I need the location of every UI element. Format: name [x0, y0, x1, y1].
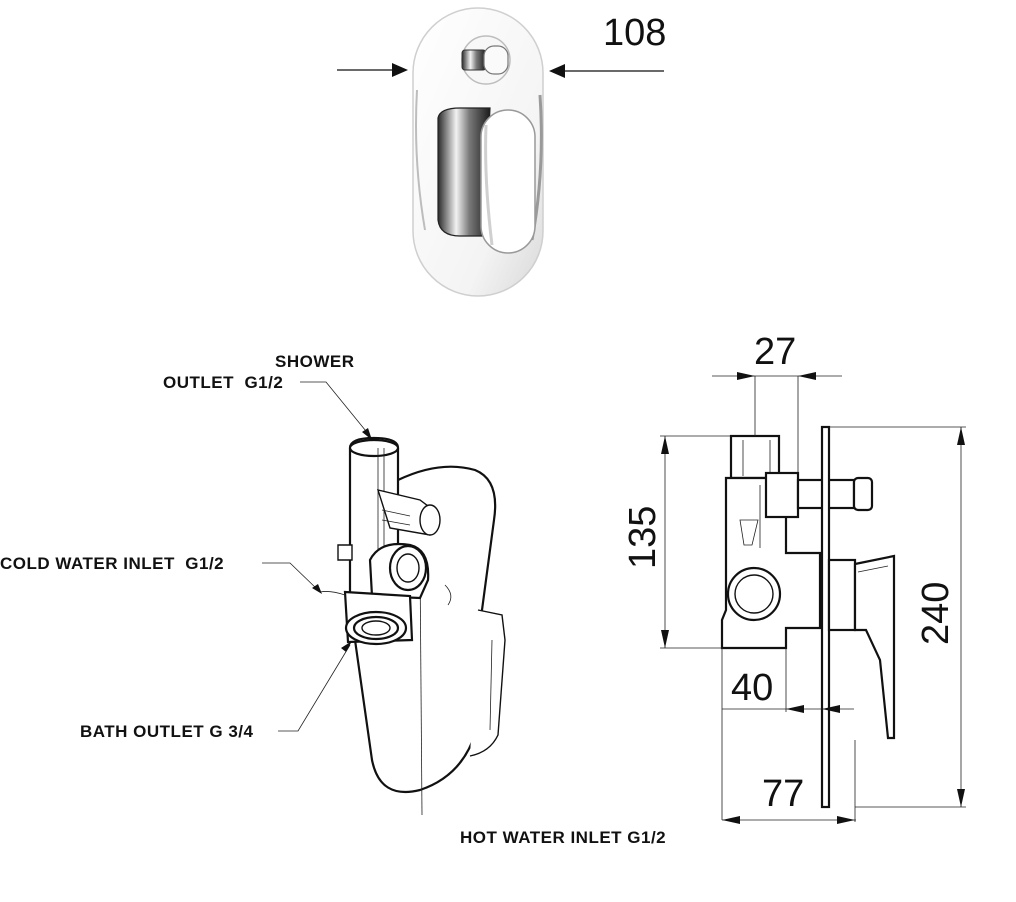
shower-outlet-label-2: OUTLET G1/2	[163, 373, 283, 392]
dim-77-label: 77	[762, 773, 804, 815]
side-valve-body	[720, 434, 822, 650]
dim-27-label: 27	[754, 331, 796, 373]
mixer-lever-image	[437, 107, 536, 254]
diverter-cartridge	[337, 489, 441, 561]
dim-40-label: 40	[731, 667, 773, 709]
hot-inlet-guide-line	[419, 559, 423, 816]
dim-240-lines	[829, 426, 966, 808]
dim-240-label: 240	[915, 582, 957, 645]
cold-water-inlet-label: COLD WATER INLET G1/2	[0, 554, 224, 573]
perspective-view: SHOWER OUTLET G1/2 COLD WATER INLET G1/2…	[0, 352, 666, 847]
dim-135-label: 135	[622, 506, 664, 569]
width-dimension-arrows	[337, 63, 664, 78]
side-diverter-spindle	[764, 471, 874, 519]
side-mixer-lever	[827, 554, 896, 740]
hot-water-inlet-label: HOT WATER INLET G1/2	[460, 828, 666, 847]
shower-outlet-label-1: SHOWER	[275, 352, 355, 371]
dim-27-lines	[712, 372, 842, 473]
dim-135-lines	[660, 435, 730, 649]
mixing-port	[368, 542, 430, 600]
bath-outlet-fitting	[319, 584, 452, 646]
dim-77-lines	[722, 740, 856, 824]
leader-lines	[262, 381, 372, 732]
side-view: 27 135 240 40	[622, 331, 966, 824]
width-dimension-label: 108	[603, 12, 666, 54]
dim-40-lines	[721, 648, 854, 820]
front-view: 108	[337, 7, 666, 297]
diverter-knob-image	[461, 35, 511, 85]
bath-outlet-label: BATH OUTLET G 3/4	[80, 722, 254, 741]
